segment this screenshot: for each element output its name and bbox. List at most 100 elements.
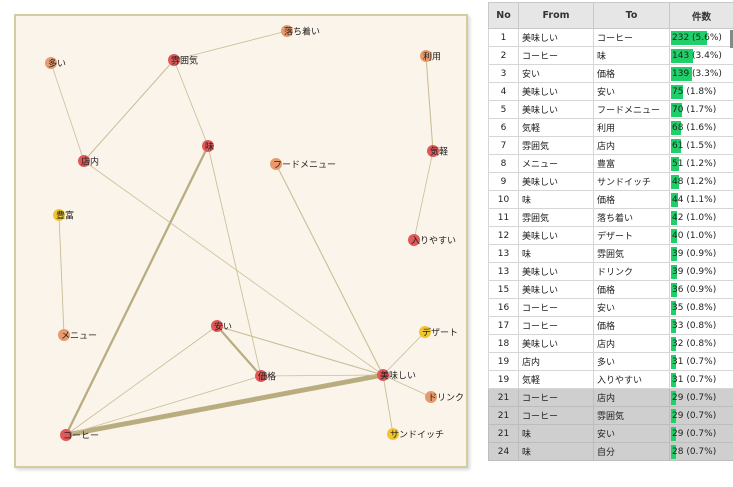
node-circle[interactable] (202, 140, 214, 152)
count-text: 48 (1.2%) (672, 176, 717, 187)
node-label: 価格 (258, 371, 276, 383)
cell-from: 美味しい (518, 334, 594, 353)
count-bar (671, 157, 679, 171)
cell-from: 美味しい (518, 226, 594, 245)
node-circle[interactable] (427, 145, 439, 157)
node-hairiyasui[interactable]: 入りやすい (408, 234, 456, 247)
node-circle[interactable] (58, 329, 70, 341)
node-circle[interactable] (168, 54, 180, 66)
node-circle[interactable] (60, 429, 72, 441)
cell-no: 7 (488, 136, 519, 155)
node-aji[interactable]: 味 (202, 140, 214, 153)
node-kigaru[interactable]: 気軽 (427, 145, 448, 158)
node-circle[interactable] (420, 50, 432, 62)
cell-no: 16 (488, 298, 519, 317)
node-drink[interactable]: ドリンク (425, 391, 464, 404)
cell-to: 店内 (593, 136, 670, 155)
edge-oishii-yasui (216, 325, 384, 376)
cell-from: 気軽 (518, 118, 594, 137)
node-sandwich[interactable]: サンドイッチ (387, 428, 444, 441)
node-circle[interactable] (211, 320, 223, 332)
cell-to: 店内 (593, 388, 670, 407)
node-menu[interactable]: メニュー (58, 329, 97, 342)
cell-from: 味 (518, 190, 594, 209)
cell-no: 12 (488, 226, 519, 245)
header-no[interactable]: No (488, 2, 519, 29)
node-yasui[interactable]: 安い (211, 320, 232, 333)
node-circle[interactable] (270, 158, 282, 170)
node-circle[interactable] (419, 326, 431, 338)
cell-count: 39 (0.9%) (669, 262, 733, 281)
cell-no: 1 (488, 28, 519, 47)
edge-menu-houfu (58, 214, 65, 336)
node-dessert[interactable]: デザート (419, 326, 458, 339)
node-circle[interactable] (387, 428, 399, 440)
node-circle[interactable] (425, 391, 437, 403)
node-ooi[interactable]: 多い (45, 57, 66, 70)
cell-from: 美味しい (518, 100, 594, 119)
node-ochitsuki[interactable]: 落ち着い (281, 25, 320, 38)
cell-to: 入りやすい (593, 370, 670, 389)
count-bar (671, 49, 693, 63)
node-circle[interactable] (255, 370, 267, 382)
cell-count: 32 (0.8%) (669, 334, 733, 353)
node-houfu[interactable]: 豊富 (53, 209, 74, 222)
cell-no: 17 (488, 316, 519, 335)
node-fun[interactable]: 雰囲気 (168, 54, 198, 67)
node-circle[interactable] (53, 209, 65, 221)
node-coffee[interactable]: コーヒー (60, 429, 99, 442)
table-scrollbar-thumb[interactable] (730, 30, 733, 48)
node-riyou[interactable]: 利用 (420, 50, 441, 63)
node-label: 安い (214, 321, 232, 333)
cell-no: 19 (488, 352, 519, 371)
header-from[interactable]: From (518, 2, 594, 29)
cell-count: 70 (1.7%) (669, 100, 733, 119)
cell-count: 36 (0.9%) (669, 280, 733, 299)
cell-from: コーヒー (518, 316, 594, 335)
count-bar (671, 337, 677, 351)
header-count[interactable]: 件数 (669, 2, 733, 29)
node-circle[interactable] (45, 57, 57, 69)
node-kakaku[interactable]: 価格 (255, 370, 276, 383)
node-circle[interactable] (281, 25, 293, 37)
cell-from: 美味しい (518, 172, 594, 191)
count-text: 39 (0.9%) (672, 266, 717, 277)
node-circle[interactable] (377, 369, 389, 381)
cell-from: 雰囲気 (518, 208, 594, 227)
count-bar (671, 229, 678, 243)
edge-oishii-sandwich (382, 374, 394, 435)
node-food[interactable]: フードメニュー (270, 158, 336, 171)
header-to[interactable]: To (593, 2, 670, 29)
node-circle[interactable] (78, 155, 90, 167)
node-tennai[interactable]: 店内 (78, 155, 99, 168)
cell-to: 価格 (593, 64, 670, 83)
node-circle[interactable] (408, 234, 420, 246)
node-oishii[interactable]: 美味しい (377, 369, 416, 382)
node-label: コーヒー (63, 431, 99, 442)
